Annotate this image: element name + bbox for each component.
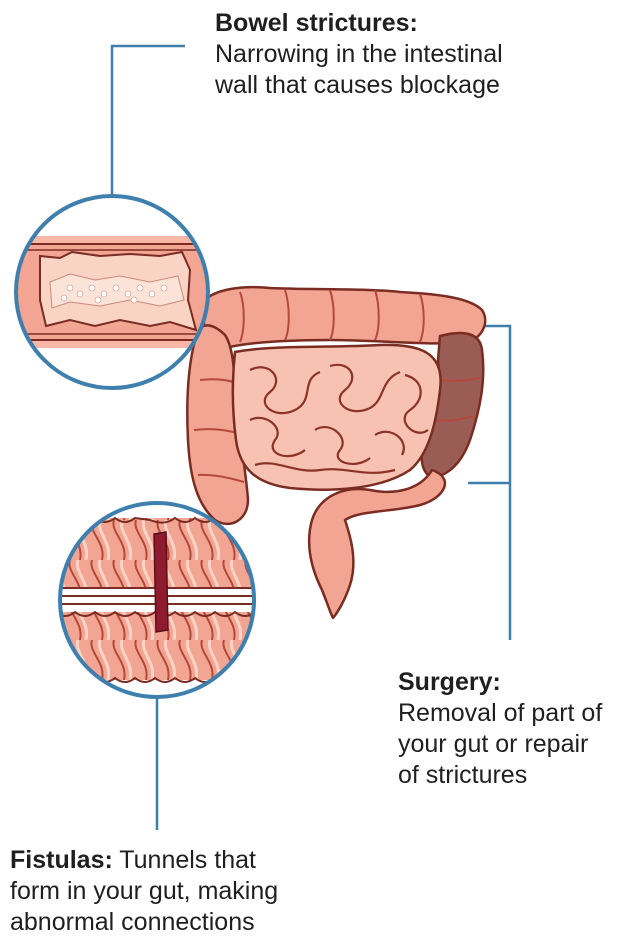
strictures-leader-line — [112, 46, 185, 196]
fistula-closeup — [55, 500, 265, 700]
fistulas-first-line-rest: Tunnels that — [119, 846, 256, 874]
fistulas-first-line: Fistulas: Tunnels that — [10, 845, 330, 876]
fistulas-line-2: form in your gut, making — [10, 876, 330, 907]
fistulas-title: Fistulas: — [10, 846, 113, 874]
surgery-callout: Surgery: Removal of part of your gut or … — [398, 667, 628, 791]
fistulas-callout: Fistulas: Tunnels that form in your gut,… — [10, 845, 330, 938]
surgery-line-1: Removal of part of — [398, 698, 628, 729]
sigmoid-colon — [309, 470, 445, 618]
surgery-title: Surgery: — [398, 667, 628, 698]
surgery-line-2: your gut or repair — [398, 729, 628, 760]
strictures-callout: Bowel strictures: Narrowing in the intes… — [215, 8, 615, 101]
strictures-title: Bowel strictures: — [215, 8, 615, 39]
fistulas-line-3: abnormal connections — [10, 907, 330, 938]
fistula-tunnel — [154, 532, 168, 632]
strictures-line-2: wall that causes blockage — [215, 70, 615, 101]
stricture-closeup — [10, 196, 220, 388]
small-intestine — [233, 345, 441, 490]
surgery-line-3: of strictures — [398, 760, 628, 791]
strictures-line-1: Narrowing in the intestinal — [215, 39, 615, 70]
